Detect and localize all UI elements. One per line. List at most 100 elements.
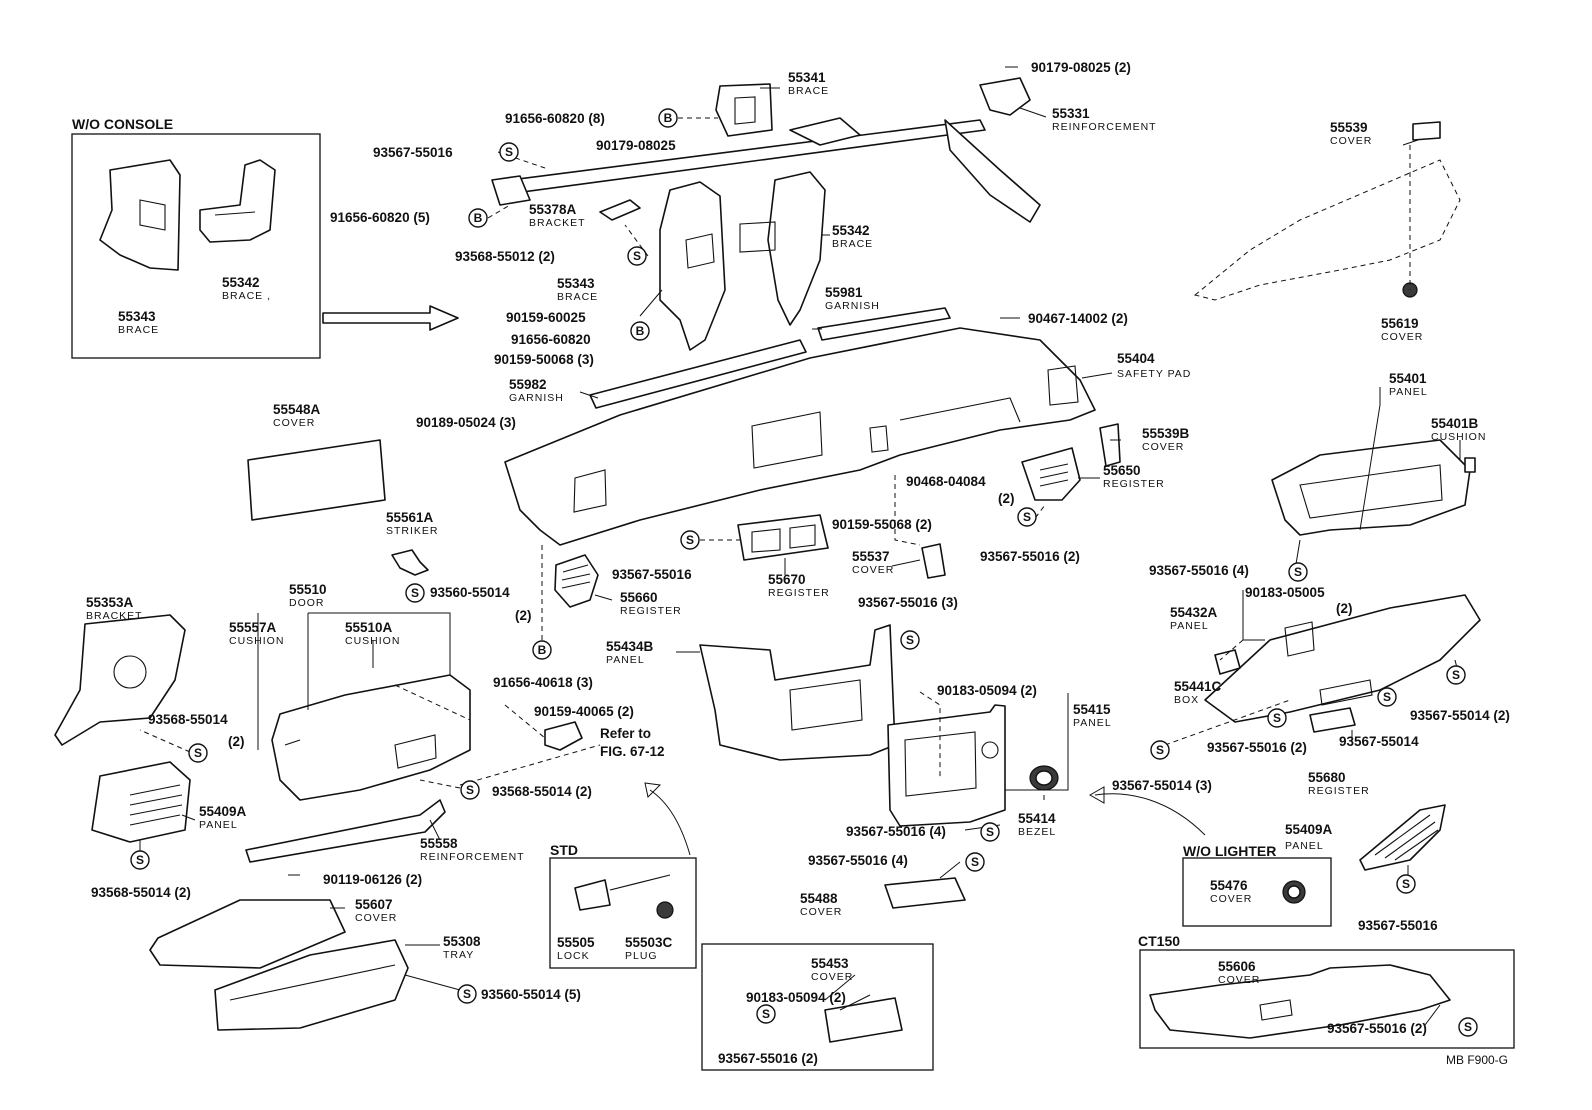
part-number: 55503C xyxy=(625,935,673,950)
part-number: 93567-55014 (3) xyxy=(1112,778,1212,793)
safety-pad-55404 xyxy=(504,327,1096,546)
part-number: 93567-55014 (2) xyxy=(1410,708,1510,723)
wo-console-arrow xyxy=(322,305,459,331)
part-number: 55378A xyxy=(529,202,577,217)
svg-text:S: S xyxy=(686,533,694,547)
std-box xyxy=(549,857,697,969)
svg-text:S: S xyxy=(463,987,471,1001)
part-number: 55607 xyxy=(355,897,393,912)
part-label: REGISTER xyxy=(620,605,682,617)
part-number: 55343 xyxy=(118,309,156,324)
part-label: BOX xyxy=(1174,694,1199,706)
part-label: BRACE xyxy=(832,238,873,250)
part-label: PANEL xyxy=(1389,386,1428,398)
part-label: COVER xyxy=(811,971,853,983)
part-number: 55453 xyxy=(811,956,849,971)
svg-text:S: S xyxy=(633,249,641,263)
part-number: 90179-08025 (2) xyxy=(1031,60,1131,75)
panel-55409a-right xyxy=(1359,804,1446,871)
part-number: 55409A xyxy=(199,804,247,819)
register-55680 xyxy=(1309,707,1356,733)
screw-symbol: S xyxy=(460,780,480,800)
part-label: COVER xyxy=(800,906,842,918)
std-lock-parts xyxy=(574,874,674,919)
part-label: PANEL xyxy=(1170,620,1209,632)
screw-symbol: S xyxy=(680,530,700,550)
part-number: 91656-40618 (3) xyxy=(493,675,593,690)
figure-code: MB F900-G xyxy=(1446,1053,1508,1067)
part-number: 55539 xyxy=(1330,120,1368,135)
register-55650 xyxy=(1021,447,1081,501)
part-number: 55537 xyxy=(852,549,890,564)
part-number: 93568-55014 (2) xyxy=(91,885,191,900)
part-number: (2) xyxy=(1336,601,1353,616)
svg-text:S: S xyxy=(986,825,994,839)
part-number: 90159-55068 (2) xyxy=(832,517,932,532)
panel-55409a-left xyxy=(91,761,191,843)
part-number: 55434B xyxy=(606,639,654,654)
part-number: FIG. 67-12 xyxy=(600,744,665,759)
part-label: GARNISH xyxy=(825,300,880,312)
part-label: REGISTER xyxy=(1103,478,1165,490)
refer-arrow xyxy=(649,789,691,856)
part-label: COVER xyxy=(355,912,397,924)
screw-symbols: S S S S S S S S S S S S S S S S S S S S xyxy=(130,142,1478,1037)
part-number: 55401B xyxy=(1431,416,1479,431)
part-number: 90179-08025 xyxy=(596,138,676,153)
part-number: 55510A xyxy=(345,620,393,635)
part-number: 93567-55016 (2) xyxy=(1207,740,1307,755)
part-label: BRACE xyxy=(118,324,159,336)
part-label: COVER xyxy=(1142,441,1184,453)
svg-text:S: S xyxy=(411,586,419,600)
register-55670 xyxy=(737,514,829,561)
panel-55401 xyxy=(1271,439,1476,536)
bolt-symbol: B xyxy=(468,208,488,228)
svg-text:S: S xyxy=(906,633,914,647)
part-number: 93560-55014 xyxy=(430,585,510,600)
part-label: COVER xyxy=(273,417,315,429)
part-label: TRAY xyxy=(443,949,474,961)
svg-text:S: S xyxy=(1464,1020,1472,1034)
bolt-symbol: B xyxy=(658,108,678,128)
svg-text:S: S xyxy=(1383,690,1391,704)
svg-text:S: S xyxy=(505,145,513,159)
panel-55432a xyxy=(1204,594,1481,723)
part-number: 55432A xyxy=(1170,605,1218,620)
part-label: PANEL xyxy=(1073,717,1112,729)
part-number: 55331 xyxy=(1052,106,1090,121)
part-number: 93568-55012 (2) xyxy=(455,249,555,264)
part-label: BRACE xyxy=(788,85,829,97)
svg-text:S: S xyxy=(1156,743,1164,757)
part-number: (2) xyxy=(228,734,245,749)
part-number: 55342 xyxy=(832,223,870,238)
cover-55537 xyxy=(921,543,946,579)
part-number: 55619 xyxy=(1381,316,1419,331)
part-label: SAFETY PAD xyxy=(1117,368,1191,380)
garnish-55982 xyxy=(589,339,807,409)
part-number: 55670 xyxy=(768,572,806,587)
part-number: 90159-50068 (3) xyxy=(494,352,594,367)
screw-symbol: S xyxy=(900,630,920,650)
part-label: REINFORCEMENT xyxy=(420,851,525,863)
cover-55539b xyxy=(1099,423,1121,467)
bracket-55378a xyxy=(599,199,641,221)
screw-symbol: S xyxy=(965,852,985,872)
part-number: 55539B xyxy=(1142,426,1190,441)
part-number: 55415 xyxy=(1073,702,1111,717)
part-label: PANEL xyxy=(606,654,645,666)
part-number: (2) xyxy=(998,491,1015,506)
svg-text:S: S xyxy=(762,1007,770,1021)
part-number: 55505 xyxy=(557,935,595,950)
screw-symbol: S xyxy=(627,246,647,266)
part-number: (2) xyxy=(515,608,532,623)
screw-symbol: S xyxy=(756,1004,776,1024)
screw-symbol: S xyxy=(188,743,208,763)
part-label: COVER xyxy=(1218,974,1260,986)
part-number: 55414 xyxy=(1018,811,1056,826)
part-label: BRACE , xyxy=(222,290,271,302)
screw-symbol: S xyxy=(405,583,425,603)
bolt-symbols: B B B B xyxy=(468,108,678,660)
part-label: GARNISH xyxy=(509,392,564,404)
part-label: STRIKER xyxy=(386,525,439,537)
